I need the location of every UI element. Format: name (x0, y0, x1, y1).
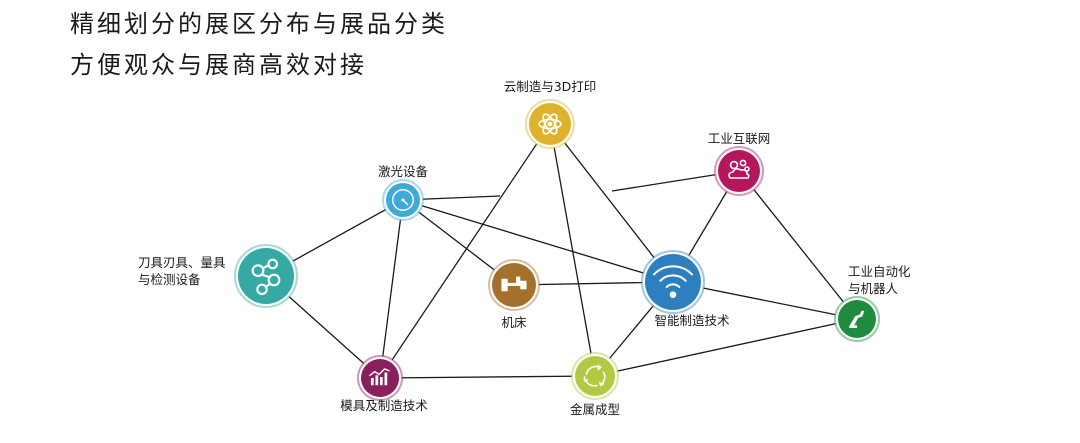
edge-cloud-3d-metal-forming (549, 123, 596, 377)
headline-line-1: 精细划分的展区分布与展品分类 (70, 10, 448, 38)
molecule-icon (251, 258, 281, 296)
node-label: 激光设备 (378, 164, 429, 179)
recycle-icon (583, 364, 606, 387)
robot-arm-icon (848, 310, 865, 329)
edges-layer (265, 123, 858, 379)
node-label: 与检测设备 (138, 272, 201, 287)
node-label: 工业互联网 (708, 131, 771, 146)
wifi-icon (652, 265, 694, 298)
edge-metal-forming-automation (594, 318, 858, 377)
node-cloud-3d: 云制造与3D打印 (504, 79, 597, 149)
edge-mold-metal-forming (379, 375, 596, 379)
edge-smart-mfg-automation (672, 281, 858, 320)
machine-tool-icon (501, 276, 527, 292)
node-label: 模具及制造技术 (340, 398, 428, 413)
node-label: 工业自动化 (848, 264, 911, 279)
node-machine-tool: 机床 (488, 259, 540, 330)
node-label: 与机器人 (848, 281, 899, 296)
edge-cloud-3d-smart-mfg (549, 123, 674, 283)
node-label: 智能制造技术 (654, 313, 730, 328)
node-smart-mfg: 智能制造技术 (641, 250, 730, 328)
node-label: 机床 (501, 315, 527, 330)
node-circle (718, 150, 760, 192)
bar-chart-icon (369, 368, 390, 386)
node-label: 金属成型 (570, 402, 620, 417)
edge-laser-smart-mfg (402, 199, 674, 283)
atom-icon (538, 113, 562, 135)
headline-line-2: 方便观众与展商高效对接 (70, 51, 367, 79)
node-circle (645, 254, 701, 310)
edge-cloud-3d-mold (379, 123, 551, 379)
node-iiot: 工业互联网 (708, 131, 771, 196)
node-mold: 模具及制造技术 (340, 355, 428, 413)
edge-laser-mold (379, 199, 404, 379)
edge-iiot-automation (738, 170, 858, 320)
gears-cloud-icon (728, 159, 750, 179)
gauge-icon (392, 189, 414, 211)
node-laser: 激光设备 (378, 164, 429, 221)
node-label: 云制造与3D打印 (504, 79, 597, 94)
node-metal-forming: 金属成型 (570, 352, 620, 417)
node-label: 刀具刃具、量具 (138, 255, 226, 270)
node-circle (575, 356, 615, 396)
